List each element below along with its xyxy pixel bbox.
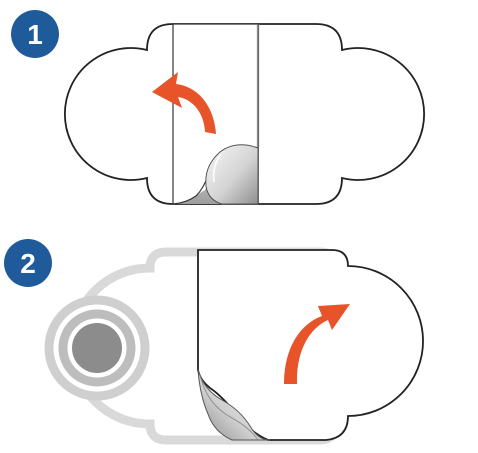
step-2-group: 2 <box>4 239 423 440</box>
step-1-badge: 1 <box>11 10 59 58</box>
step-2-number: 2 <box>20 248 36 279</box>
camera-lens-icon <box>49 300 145 396</box>
step-1-number: 1 <box>27 19 43 50</box>
step-2-badge: 2 <box>4 239 52 287</box>
step-1-group: 1 <box>11 10 424 204</box>
